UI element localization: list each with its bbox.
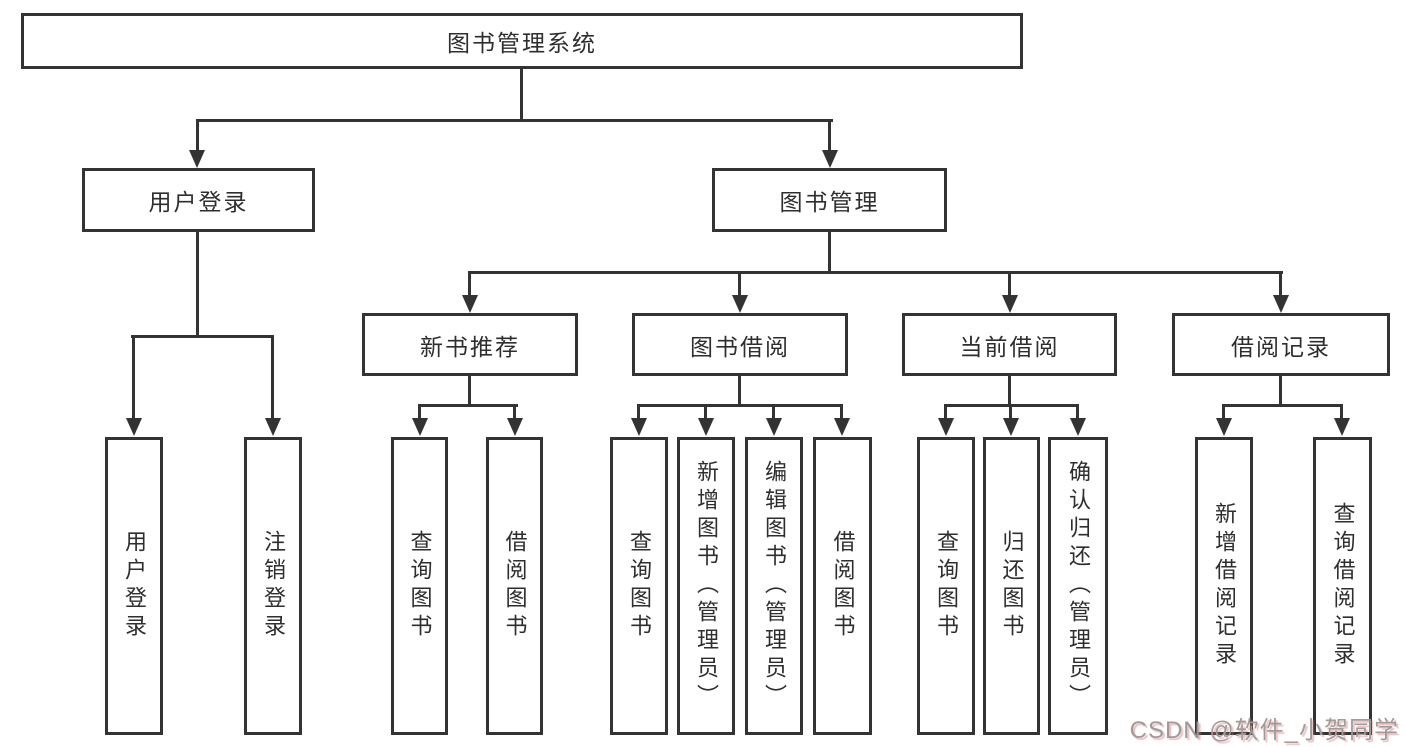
connector-vline [418, 404, 421, 420]
connector-vline [132, 335, 135, 420]
connector-vline [637, 404, 640, 420]
leaf-label: 归还图书 [999, 530, 1025, 642]
arrow-down-icon [265, 418, 281, 436]
arrow-down-icon [462, 295, 478, 313]
connector-vline [828, 119, 831, 152]
connector-hline [418, 404, 518, 407]
connector-vline [1008, 271, 1011, 298]
leaf-label: 查询图书 [407, 530, 433, 642]
arrow-down-icon [631, 418, 647, 436]
leaf-label: 借阅图书 [502, 530, 528, 642]
csdn-watermark: CSDN @软件_小贺同学 [1129, 717, 1399, 744]
leaf-return-book: 归还图书 [983, 437, 1040, 735]
node-root: 图书管理系统 [21, 13, 1023, 69]
connector-vline [828, 232, 831, 274]
arrow-down-icon [822, 150, 838, 168]
node-label: 图书管理 [779, 189, 880, 215]
leaf-borrow-book: 借阅图书 [486, 437, 543, 735]
arrow-down-icon [766, 418, 782, 436]
connector-vline [468, 376, 471, 407]
arrow-down-icon [412, 418, 428, 436]
connector-vline [196, 232, 199, 338]
leaf-confirm-return-admin: 确认归还（管理员） [1048, 437, 1108, 735]
leaf-user-login: 用户登录 [105, 437, 163, 735]
connector-vline [772, 404, 775, 420]
arrow-down-icon [1216, 418, 1232, 436]
node-label: 当前借阅 [959, 333, 1060, 360]
connector-vline [1340, 404, 1343, 420]
node-label: 借阅记录 [1231, 333, 1331, 360]
connector-vline [1279, 271, 1282, 298]
node-book-management: 图书管理 [712, 168, 947, 232]
connector-vline [944, 404, 947, 420]
leaf-label: 查询图书 [934, 530, 959, 642]
arrow-down-icon [126, 418, 142, 436]
arrow-down-icon [732, 295, 748, 313]
leaf-label: 借阅图书 [830, 530, 856, 642]
connector-vline [840, 404, 843, 420]
leaf-borrow-book: 借阅图书 [813, 437, 872, 735]
leaf-label: 编辑图书（管理员） [762, 460, 787, 712]
leaf-query-book: 查询图书 [917, 437, 975, 735]
connector-vline [520, 69, 523, 121]
connector-vline [468, 271, 471, 298]
connector-hline [468, 271, 1283, 274]
arrow-down-icon [1273, 295, 1289, 313]
leaf-add-borrow-record: 新增借阅记录 [1195, 437, 1253, 735]
connector-hline [196, 119, 833, 122]
connector-vline [738, 376, 741, 407]
node-current-borrow: 当前借阅 [902, 313, 1117, 376]
leaf-query-borrow-record: 查询借阅记录 [1313, 437, 1372, 735]
connector-vline [1222, 404, 1225, 420]
connector-hline [637, 404, 843, 407]
node-label: 用户登录 [148, 189, 249, 215]
arrow-down-icon [1003, 418, 1019, 436]
node-borrow-records: 借阅记录 [1172, 313, 1390, 376]
arrow-down-icon [189, 150, 205, 168]
node-user-login: 用户登录 [82, 168, 315, 232]
leaf-query-book: 查询图书 [610, 437, 668, 735]
node-label: 图书管理系统 [447, 30, 597, 56]
connector-vline [196, 119, 199, 152]
leaf-edit-book-admin: 编辑图书（管理员） [745, 437, 803, 735]
node-book-borrow: 图书借阅 [632, 313, 848, 376]
connector-vline [513, 404, 516, 420]
arrow-down-icon [1070, 418, 1086, 436]
arrow-down-icon [1002, 295, 1018, 313]
connector-vline [1279, 376, 1282, 407]
leaf-label: 确认归还（管理员） [1066, 460, 1091, 712]
leaf-label: 查询图书 [627, 530, 652, 642]
arrow-down-icon [1334, 418, 1350, 436]
leaf-query-book: 查询图书 [391, 437, 448, 735]
leaf-logout: 注销登录 [244, 437, 302, 735]
connector-vline [738, 271, 741, 298]
arrow-down-icon [507, 418, 523, 436]
leaf-add-book-admin: 新增图书（管理员） [677, 437, 735, 735]
leaf-label: 注销登录 [261, 530, 286, 642]
node-label: 图书借阅 [690, 333, 790, 360]
node-new-book-recommend: 新书推荐 [362, 313, 578, 376]
leaf-label: 新增借阅记录 [1212, 502, 1237, 670]
arrow-down-icon [698, 418, 714, 436]
leaf-label: 新增图书（管理员） [694, 460, 719, 712]
connector-hline [1222, 404, 1343, 407]
connector-vline [1076, 404, 1079, 420]
leaf-label: 查询借阅记录 [1330, 502, 1356, 670]
connector-vline [1008, 376, 1011, 407]
arrow-down-icon [938, 418, 954, 436]
arrow-down-icon [834, 418, 850, 436]
connector-hline [131, 335, 274, 338]
node-label: 新书推荐 [420, 333, 520, 360]
connector-vline [1009, 404, 1012, 420]
connector-vline [704, 404, 707, 420]
connector-vline [271, 335, 274, 420]
leaf-label: 用户登录 [122, 530, 147, 642]
